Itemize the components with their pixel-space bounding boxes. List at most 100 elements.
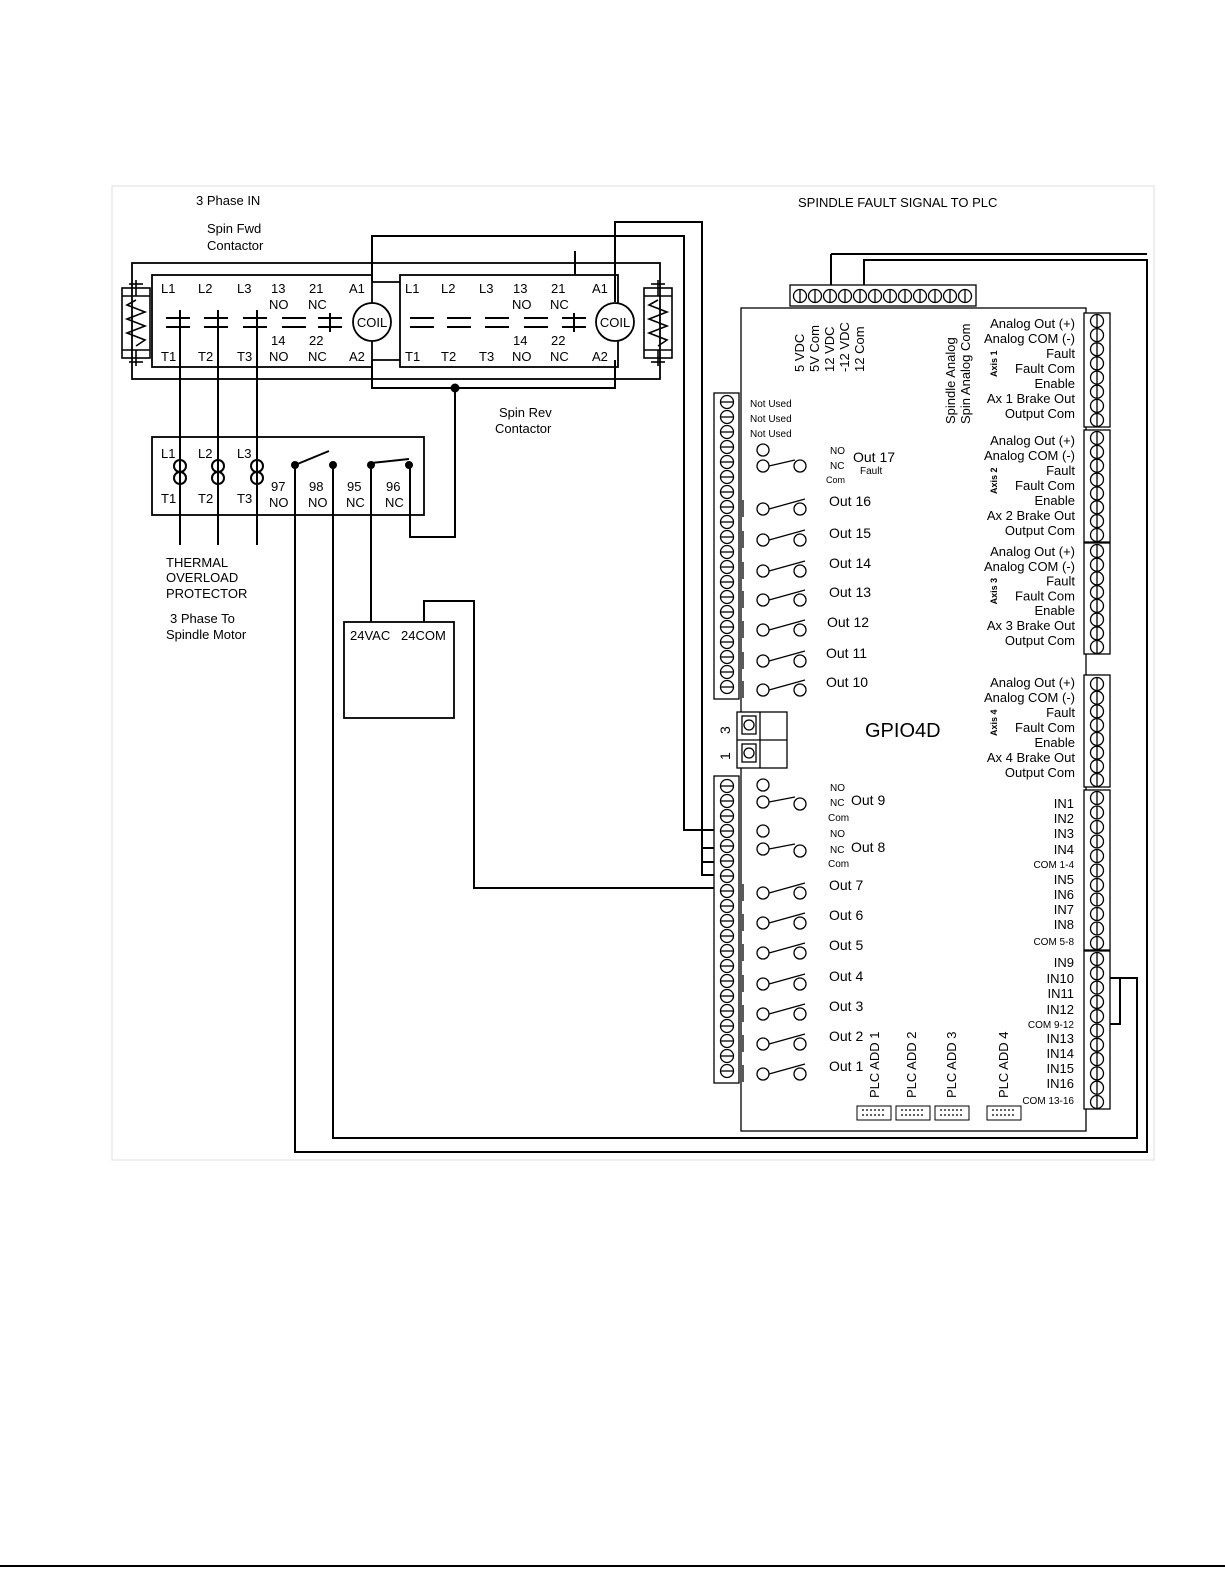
out17-fault: Fault xyxy=(860,466,882,477)
terminal-screw xyxy=(1089,639,1105,655)
fwd-l2: L2 xyxy=(198,281,212,296)
out16-label: Out 16 xyxy=(829,493,871,509)
out9-com: Com xyxy=(828,813,849,824)
terminal-screw xyxy=(1089,384,1105,399)
input-label-11: IN9 xyxy=(1054,955,1074,970)
terminal-screw xyxy=(1089,1023,1105,1038)
terminal-screw xyxy=(1089,486,1105,501)
terminal-screw xyxy=(1089,412,1105,428)
fwd-a1: A1 xyxy=(349,281,365,296)
terminal-screw xyxy=(1089,892,1105,907)
out12-label: Out 12 xyxy=(827,614,869,630)
term-12-com: 12 Com xyxy=(852,326,867,372)
out17-label: Out 17 xyxy=(853,449,895,465)
terminal-screw xyxy=(1089,1066,1105,1081)
rev-22: 22 xyxy=(551,333,565,348)
rev-14-no: NO xyxy=(512,349,532,364)
rev-21-nc: NC xyxy=(550,297,569,312)
terminal-screw xyxy=(1089,759,1105,774)
out17-nc: NC xyxy=(830,461,844,472)
input-label-15: COM 9-12 xyxy=(1028,1020,1075,1031)
fwd-t2: T2 xyxy=(198,349,213,364)
terminal-screw xyxy=(1089,313,1105,329)
diagram-frame xyxy=(111,185,1155,1161)
overload-label: OVERLOAD xyxy=(166,570,238,585)
plc-add-1: PLC ADD 1 xyxy=(867,1032,882,1098)
terminal-screw xyxy=(1089,527,1105,543)
axis4-line-7: Output Com xyxy=(1005,765,1075,780)
rev-21: 21 xyxy=(551,281,565,296)
axis4-line-1: Analog Out (+) xyxy=(990,675,1075,690)
axis3-tag: Axis 3 xyxy=(989,578,999,605)
terminal-screw xyxy=(1089,342,1105,357)
fwd-22-nc: NC xyxy=(308,349,327,364)
axis2-tag: Axis 2 xyxy=(989,467,999,494)
input-label-20: COM 13-16 xyxy=(1022,1096,1074,1107)
out8-com: Com xyxy=(828,859,849,870)
out10-label: Out 10 xyxy=(826,674,868,690)
terminal-screw xyxy=(1089,848,1105,864)
out9-no: NO xyxy=(830,783,845,794)
out8-label: Out 8 xyxy=(851,839,885,855)
terminal-screw xyxy=(1089,513,1105,529)
terminal-screw xyxy=(1089,690,1105,705)
terminal-screw xyxy=(1089,704,1105,719)
heater-right xyxy=(643,279,673,367)
ol-97-no: NO xyxy=(269,495,289,510)
ol-95: 95 xyxy=(347,479,361,494)
rev-13: 13 xyxy=(513,281,527,296)
input-label-16: IN13 xyxy=(1047,1031,1074,1046)
spin-rev-contactor-label: Contactor xyxy=(495,421,552,436)
thermal-label: THERMAL xyxy=(166,555,228,570)
input-label-12: IN10 xyxy=(1047,971,1074,986)
terminal-screw xyxy=(1089,772,1105,788)
terminal-screw xyxy=(1089,472,1105,487)
axis4-line-5: Enable xyxy=(1035,735,1075,750)
rev-22-nc: NC xyxy=(550,349,569,364)
input-label-10: COM 5-8 xyxy=(1033,937,1074,948)
rev-l3: L3 xyxy=(479,281,493,296)
term-spindle-analog: Spindle Analog xyxy=(943,337,958,424)
axis3-line-4: Fault Com xyxy=(1015,588,1075,603)
spin-rev-contactor: L1 L2 L3 13 NO 21 NC A1 T1 T2 T3 14 NO 2… xyxy=(405,281,635,364)
spindle-fault-title: SPINDLE FAULT SIGNAL TO PLC xyxy=(798,195,997,210)
terminal-screw xyxy=(1089,398,1105,414)
out9-label: Out 9 xyxy=(851,792,885,808)
axis3-line-5: Enable xyxy=(1035,603,1075,618)
rev-14: 14 xyxy=(513,333,527,348)
terminal-screw xyxy=(1089,877,1105,893)
upper-relays xyxy=(742,498,807,698)
fwd-coil-icon xyxy=(352,302,392,342)
terminal-screw xyxy=(1089,430,1105,446)
terminal-screw xyxy=(1089,584,1105,600)
axis4-tag: Axis 4 xyxy=(989,709,999,736)
ol-97: 97 xyxy=(271,479,285,494)
terminal-screw xyxy=(1089,863,1105,878)
terminal-screw xyxy=(1089,500,1105,515)
terminal-screw xyxy=(1089,966,1105,981)
input-label-18: IN15 xyxy=(1047,1061,1074,1076)
fwd-21-nc: NC xyxy=(308,297,327,312)
out17-no: NO xyxy=(830,446,845,457)
rev-a1: A1 xyxy=(592,281,608,296)
heater-left xyxy=(121,279,151,367)
ol-98-no: NO xyxy=(308,495,328,510)
term-spin-analog-com: Spin Analog Com xyxy=(958,324,973,424)
terminal-screw xyxy=(1089,626,1105,641)
out3-label: Out 3 xyxy=(829,998,863,1014)
terminal-screw xyxy=(1089,819,1105,835)
input-label-8: IN7 xyxy=(1054,902,1074,917)
jumper-1: 1 xyxy=(717,752,733,760)
rev-t1: T1 xyxy=(405,349,420,364)
term-neg-12vdc: -12 VDC xyxy=(837,322,852,372)
axis4-line-3: Fault xyxy=(1046,705,1075,720)
terminal-screw xyxy=(1089,994,1105,1010)
not-used-1: Not Used xyxy=(750,399,792,410)
spin-rev-label: Spin Rev xyxy=(499,405,552,420)
protector-label: PROTECTOR xyxy=(166,586,247,601)
plc-add-4: PLC ADD 4 xyxy=(996,1032,1011,1098)
fwd-l1: L1 xyxy=(161,281,175,296)
out17-com: Com xyxy=(826,475,845,485)
term-5vdc: 5 VDC xyxy=(792,334,807,372)
